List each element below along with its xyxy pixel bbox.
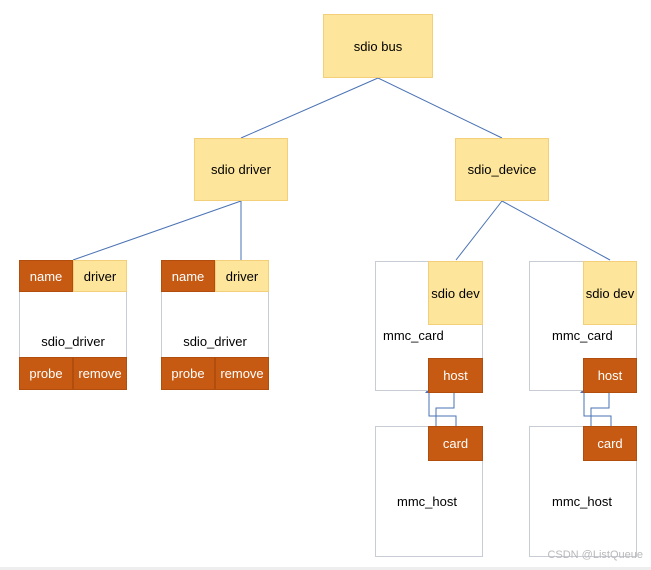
host-field-label: host <box>597 368 623 383</box>
host-field-1: host <box>428 358 483 393</box>
bus-to-driver-line <box>240 77 379 139</box>
mmc-card-title-2: mmc_card <box>552 328 613 343</box>
host-to-card-link-right <box>590 393 610 426</box>
sdio-driver-label: sdio driver <box>211 162 271 177</box>
sdio-dev-field-2: sdio dev <box>583 261 637 325</box>
driver-field-label: driver <box>225 268 259 284</box>
bottom-divider <box>0 567 651 570</box>
sdio-device-node: sdio_device <box>455 138 549 201</box>
sdio-dev-field-1: sdio dev <box>428 261 483 325</box>
remove-field-2: remove <box>215 357 269 390</box>
card-field-label: card <box>597 436 623 451</box>
watermark: CSDN @ListQueue <box>547 549 643 561</box>
sdio-device-label: sdio_device <box>467 162 537 177</box>
driver-field-2: driver <box>215 260 269 292</box>
sdio-driver-node: sdio driver <box>194 138 288 201</box>
driver-field-label: driver <box>83 268 117 284</box>
sdio-dev-label: sdio dev <box>431 285 480 301</box>
card-to-host-link-right <box>583 393 612 426</box>
host-to-card-link-left <box>435 393 455 426</box>
sdio-bus-node: sdio bus <box>323 14 433 78</box>
driver-field-1: driver <box>73 260 127 292</box>
card-field-2: card <box>583 426 637 461</box>
mmc-host-title-1: mmc_host <box>397 494 457 509</box>
name-field-label: name <box>29 268 63 284</box>
probe-field-label: probe <box>29 366 63 381</box>
name-field-2: name <box>161 260 215 292</box>
host-field-2: host <box>583 358 637 393</box>
card-to-host-link-left <box>428 393 457 426</box>
sdio-bus-label: sdio bus <box>353 38 403 54</box>
device-to-card1-line <box>455 200 503 261</box>
sdio-driver-title-1: sdio_driver <box>41 334 105 349</box>
name-field-1: name <box>19 260 73 292</box>
card-field-label: card <box>442 436 469 451</box>
driver-to-struct1-line <box>72 200 242 261</box>
remove-field-label: remove <box>78 366 122 381</box>
probe-field-1: probe <box>19 357 73 390</box>
card-field-1: card <box>428 426 483 461</box>
host-field-label: host <box>443 368 468 383</box>
sdio-dev-label: sdio dev <box>585 285 635 301</box>
bus-to-device-line <box>377 77 503 139</box>
probe-field-label: probe <box>171 366 205 381</box>
mmc-card-title-1: mmc_card <box>383 328 444 343</box>
remove-field-1: remove <box>73 357 127 390</box>
probe-field-2: probe <box>161 357 215 390</box>
remove-field-label: remove <box>220 366 264 381</box>
sdio-driver-title-2: sdio_driver <box>183 334 247 349</box>
mmc-host-title-2: mmc_host <box>552 494 612 509</box>
name-field-label: name <box>171 268 205 284</box>
device-to-card2-line <box>501 200 611 261</box>
